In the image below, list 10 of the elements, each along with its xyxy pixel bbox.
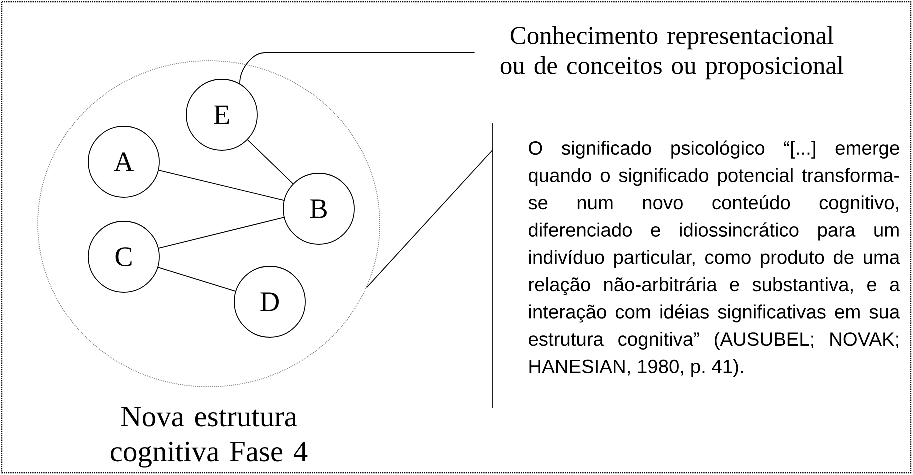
connector-line xyxy=(158,170,284,202)
connector-line xyxy=(366,150,494,288)
connector-line xyxy=(247,140,294,184)
connector-line xyxy=(240,52,476,84)
connector-line xyxy=(158,267,236,292)
caption-text: Nova estrutura cognitiva Fase 4 xyxy=(111,407,308,468)
connector-line xyxy=(158,217,285,249)
dotted-circle xyxy=(38,60,380,388)
label-text: Conhecimento representacional ou de conceitos ou proposicional xyxy=(500,26,844,80)
quote-text: O significado psicológico “[...] emerge quando o significado potencial transforma-se num novo conteúdo cognitivo, diferenciado e idiossincrático para um indivíduo particular, como produto de uma relação não-arbitrária e substantiva, e a interação com idéias significativas em sua estrutura cognitiva” (AUSUBEL; NOVAK; HANESIAN, 1980, p. 41). xyxy=(528,140,900,378)
